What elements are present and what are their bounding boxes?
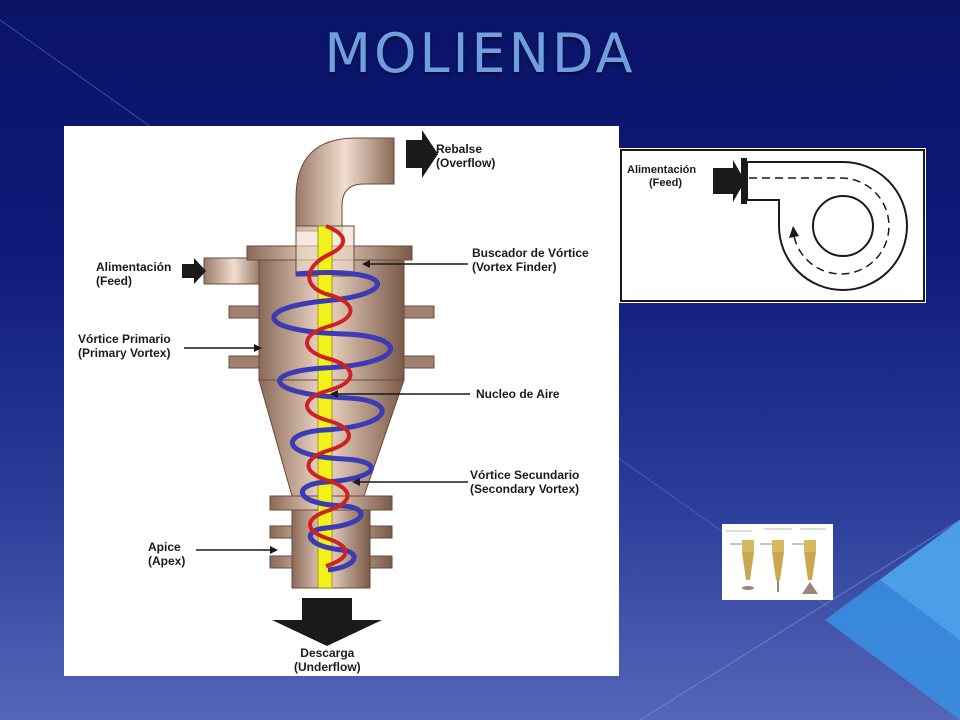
slide-title: MOLIENDA: [324, 22, 636, 85]
thumb-cyclone-1: [730, 540, 754, 590]
feed-arrow: [182, 258, 206, 284]
feed-arrow-top: [713, 160, 745, 202]
primary-vortex: [271, 270, 393, 573]
top-view-label-feed: Alimentación(Feed): [627, 164, 697, 189]
label-overflow: Rebalse(Overflow): [436, 142, 496, 170]
label-primary-vortex: Vórtice Primario(Primary Vortex): [78, 332, 171, 360]
label-underflow: Descarga(Underflow): [294, 646, 361, 674]
secondary-vortex: [305, 224, 353, 568]
feed-inlet: [203, 257, 265, 285]
vortex-finder-circle: [812, 195, 874, 257]
thumb-cyclone-3: [792, 540, 818, 594]
cyclone-thumbnail: [722, 524, 833, 600]
hydrocyclone-drawing: [182, 130, 470, 646]
thumbnail-drawing: [726, 528, 826, 594]
overflow-pipe: [295, 137, 395, 232]
air-core: [317, 225, 333, 589]
label-vortex-finder: Buscador de Vórtice(Vortex Finder): [472, 246, 589, 274]
underflow-arrow: [272, 598, 382, 646]
label-secondary-vortex: Vórtice Secundario(Secondary Vortex): [470, 468, 580, 496]
housing-outline: [746, 161, 908, 292]
label-apex: Apice(Apex): [148, 540, 186, 568]
top-view-diagram: Alimentación(Feed): [619, 148, 926, 303]
top-view-drawing: [620, 149, 925, 302]
thumb-cyclone-2: [760, 540, 784, 592]
overflow-arrow: [406, 130, 438, 178]
flow-path: [749, 177, 890, 275]
label-feed: Alimentación(Feed): [96, 260, 172, 288]
label-air-core: Nucleo de Aire: [476, 387, 560, 401]
hydrocyclone-diagram: Rebalse(Overflow) Buscador de Vórtice(Vo…: [64, 126, 619, 676]
